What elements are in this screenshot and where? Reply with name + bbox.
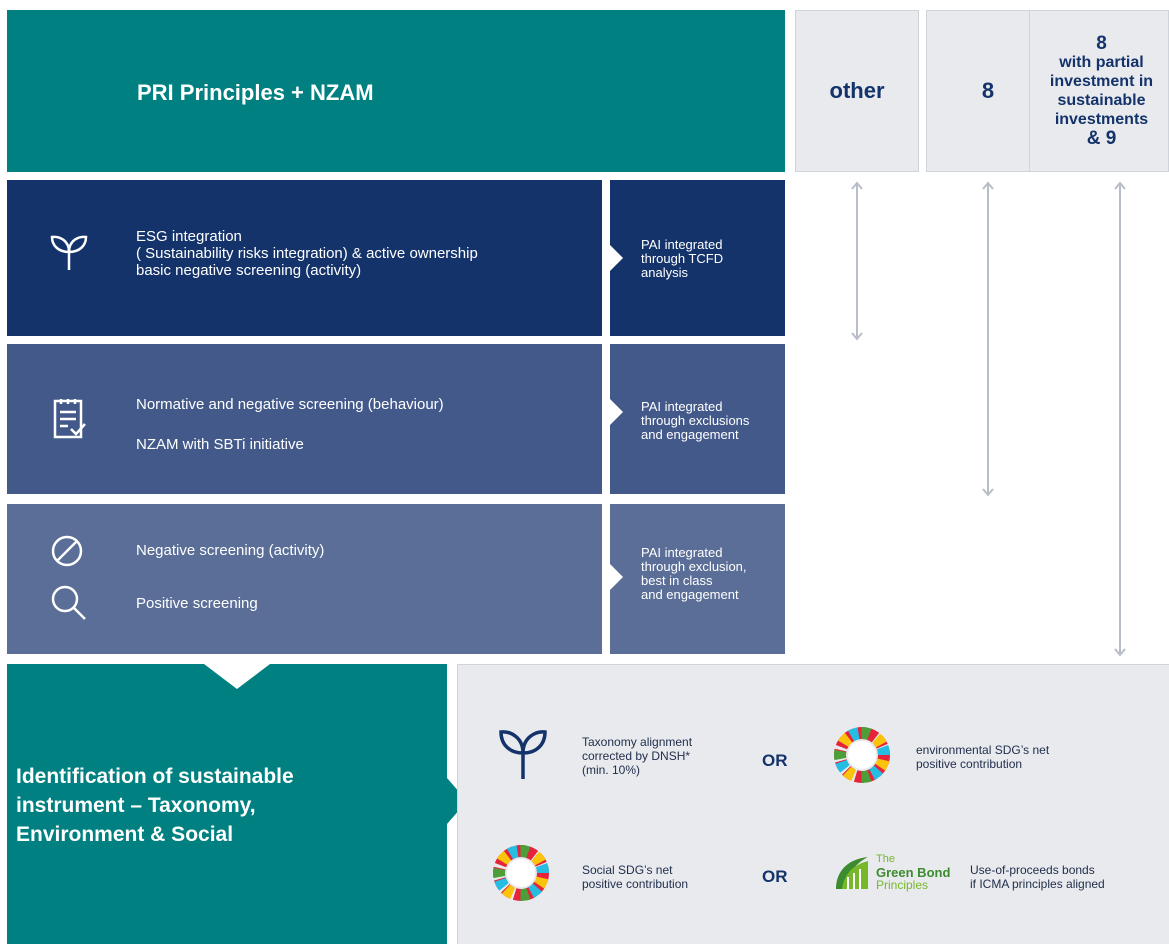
sdg-wheel-icon bbox=[493, 845, 549, 901]
row-line: Positive screening bbox=[136, 595, 258, 612]
sdg-wheel-icon bbox=[834, 727, 890, 783]
row-line: ESG integration bbox=[136, 228, 242, 245]
pai-line: and engagement bbox=[641, 427, 739, 442]
logo-text: Green Bond bbox=[876, 865, 951, 880]
double-arrow-other bbox=[851, 181, 863, 341]
magnifier-icon bbox=[51, 585, 86, 620]
sprout-icon bbox=[499, 730, 547, 779]
pai-line: through exclusions bbox=[641, 413, 750, 428]
option-text-line: corrected by DNSH* bbox=[582, 749, 691, 763]
sustainable-title-line: Identification of sustainable bbox=[16, 765, 294, 788]
sustainable-instrument-box: Identification of sustainable instrument… bbox=[7, 664, 447, 944]
pai-line: PAI integrated bbox=[641, 237, 723, 252]
sustainable-title-line: Environment & Social bbox=[16, 823, 234, 846]
column-header-other: other bbox=[795, 10, 919, 172]
pai-line: through TCFD bbox=[641, 251, 724, 266]
double-arrow-8-partial-9 bbox=[1114, 181, 1126, 657]
option-text-line: environmental SDG’s net bbox=[916, 743, 1050, 757]
option-text-line: Use-of-proceeds bonds bbox=[970, 863, 1095, 877]
pai-box-exclusions: PAI integrated through exclusions and en… bbox=[610, 344, 785, 494]
pai-line: PAI integrated bbox=[641, 545, 723, 560]
row-line: ( Sustainability risks integration) & ac… bbox=[136, 245, 478, 262]
sustainable-options-panel: Taxonomy alignment corrected by DNSH* (m… bbox=[457, 664, 1169, 944]
green-bond-logo bbox=[836, 857, 868, 889]
row-esg-integration: ESG integration ( Sustainability risks i… bbox=[7, 180, 602, 336]
or-label: OR bbox=[762, 751, 788, 770]
header-title: PRI Principles + NZAM bbox=[137, 80, 374, 105]
or-label: OR bbox=[762, 867, 788, 886]
pai-box-best-in-class: PAI integrated through exclusion, best i… bbox=[610, 504, 785, 654]
logo-text: Principles bbox=[876, 878, 929, 892]
option-text-line: (min. 10%) bbox=[582, 763, 641, 777]
checklist-icon bbox=[53, 399, 86, 439]
pai-line: best in class bbox=[641, 573, 713, 588]
option-text-line: positive contribution bbox=[916, 757, 1023, 771]
triangle-down-icon bbox=[204, 664, 270, 689]
double-arrow-8 bbox=[982, 181, 994, 497]
row-negative-positive-screening: Negative screening (activity) Positive s… bbox=[7, 504, 602, 654]
pai-box-tcfd: PAI integrated through TCFD analysis bbox=[610, 180, 785, 336]
option-text-line: if ICMA principles aligned bbox=[970, 877, 1105, 891]
option-text-line: Social SDG’s net bbox=[582, 863, 673, 877]
pai-line: PAI integrated bbox=[641, 399, 723, 414]
row-line: Negative screening (activity) bbox=[136, 542, 325, 559]
pai-line: analysis bbox=[641, 265, 688, 280]
header-banner: PRI Principles + NZAM bbox=[7, 10, 785, 172]
row-normative-screening: Normative and negative screening (behavi… bbox=[7, 344, 602, 494]
no-entry-icon bbox=[51, 535, 83, 567]
logo-text: The bbox=[876, 853, 895, 865]
sprout-icon bbox=[50, 235, 88, 270]
sustainable-title-line: instrument – Taxonomy, bbox=[16, 794, 256, 817]
pai-line: and engagement bbox=[641, 587, 739, 602]
pai-line: through exclusion, bbox=[641, 559, 747, 574]
row-line: Normative and negative screening (behavi… bbox=[136, 396, 444, 413]
column-header-8-partial-9: 8 with partial investment in sustainable… bbox=[1029, 10, 1169, 172]
option-text-line: positive contribution bbox=[582, 877, 689, 891]
chevron-right-icon bbox=[610, 245, 623, 271]
row-line: NZAM with SBTi initiative bbox=[136, 436, 304, 453]
row-line: basic negative screening (activity) bbox=[136, 262, 362, 279]
option-text-line: Taxonomy alignment bbox=[582, 735, 693, 749]
chevron-right-icon bbox=[610, 564, 623, 590]
chevron-right-icon bbox=[610, 399, 623, 425]
